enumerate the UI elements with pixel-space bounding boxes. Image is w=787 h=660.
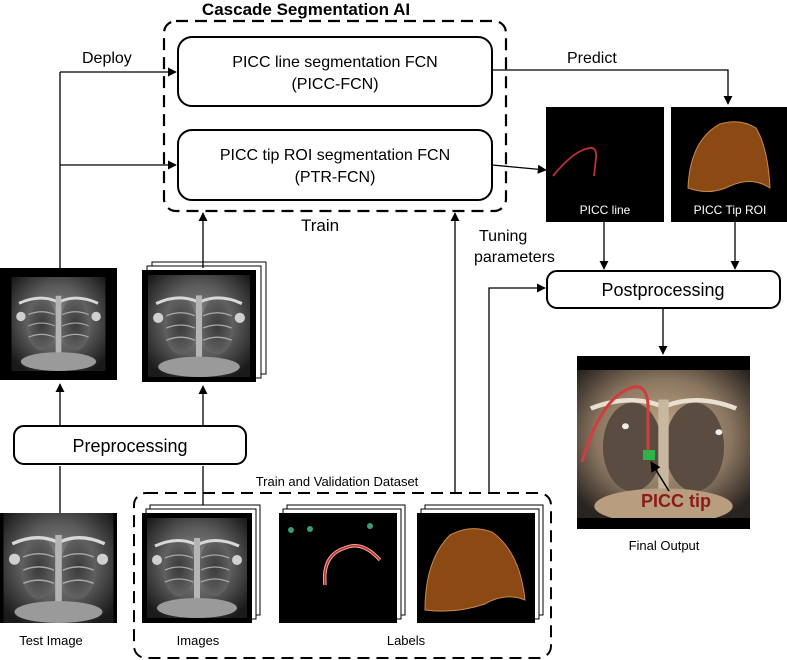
- cascade-title: Cascade Segmentation AI: [202, 0, 410, 19]
- dataset-label: Train and Validation Dataset: [256, 474, 419, 489]
- test-image-label: Test Image: [19, 633, 83, 648]
- labels-label: Labels: [387, 633, 426, 648]
- picc-tip-roi-label: PICC Tip ROI: [694, 203, 767, 217]
- ptr-fcn-label-1: PICC tip ROI segmentation FCN: [220, 147, 450, 164]
- tuning-label-1: Tuning: [479, 228, 527, 245]
- picc-line-label-image: [279, 513, 397, 623]
- preprocessed-test-image: [9, 277, 108, 371]
- final-output-label: Final Output: [629, 538, 700, 553]
- tuning-label-2: parameters: [474, 249, 555, 266]
- preprocessing-box: [13, 425, 247, 465]
- images-label: Images: [177, 633, 220, 648]
- picc-fcn-label-2: (PICC-FCN): [291, 76, 378, 93]
- dataset-group: [133, 492, 552, 659]
- picc-fcn-label-1: PICC line segmentation FCN: [232, 54, 437, 71]
- ptr-fcn-label-2: (PTR-FCN): [295, 169, 376, 186]
- ptr-fcn-box: [177, 129, 493, 201]
- test-image: [1, 513, 116, 623]
- deploy-label: Deploy: [82, 50, 132, 67]
- preprocessed-training-image: [146, 275, 252, 377]
- preprocessing-label: Preprocessing: [72, 436, 187, 456]
- picc-line-image: [546, 107, 664, 222]
- postprocessing-label: Postprocessing: [601, 280, 724, 300]
- picc-tip-label: PICC tip: [641, 491, 711, 511]
- training-images: [145, 518, 249, 618]
- predict-label: Predict: [567, 50, 617, 67]
- picc-line-image-label: PICC line: [580, 203, 631, 217]
- picc-fcn-box: [177, 36, 493, 107]
- cascade-ai-group: [162, 19, 508, 213]
- train-label: Train: [301, 216, 339, 235]
